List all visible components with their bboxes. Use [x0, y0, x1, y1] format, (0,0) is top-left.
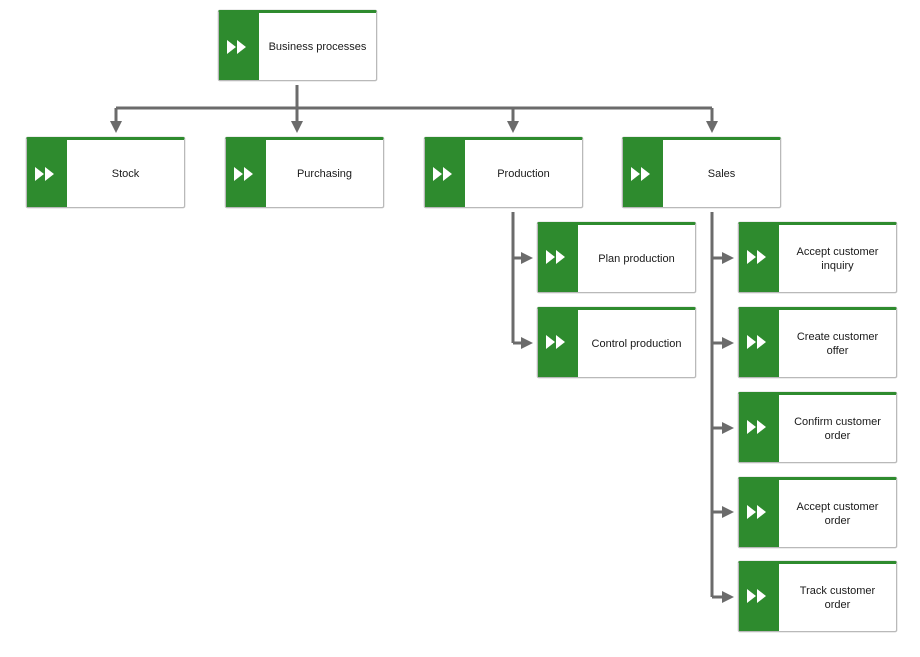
- fast-forward-icon: [433, 167, 452, 181]
- fast-forward-icon: [747, 505, 766, 519]
- node-create-customer-offer[interactable]: Create customer offer: [738, 307, 897, 378]
- node-icon-strip: [739, 310, 779, 377]
- fast-forward-icon: [546, 335, 565, 349]
- node-accept-customer-inquiry[interactable]: Accept customer inquiry: [738, 222, 897, 293]
- fast-forward-icon: [747, 589, 766, 603]
- node-icon-strip: [739, 480, 779, 547]
- node-label: Production: [497, 167, 550, 180]
- node-sales[interactable]: Sales: [622, 137, 781, 208]
- node-icon-strip: [226, 140, 266, 207]
- node-label: Sales: [707, 167, 736, 180]
- node-control-production[interactable]: Control production: [537, 307, 696, 378]
- node-label: Purchasing: [296, 167, 353, 180]
- node-plan-production[interactable]: Plan production: [537, 222, 696, 293]
- fast-forward-icon: [227, 40, 246, 54]
- fast-forward-icon: [546, 250, 565, 264]
- fast-forward-icon: [747, 420, 766, 434]
- node-label: Control production: [591, 337, 682, 350]
- node-stock[interactable]: Stock: [26, 137, 185, 208]
- node-business-processes[interactable]: Business processes: [218, 10, 377, 81]
- node-icon-strip: [538, 225, 578, 292]
- node-icon-strip: [425, 140, 465, 207]
- fast-forward-icon: [747, 250, 766, 264]
- node-confirm-customer-order[interactable]: Confirm customer order: [738, 392, 897, 463]
- node-icon-strip: [538, 310, 578, 377]
- fast-forward-icon: [35, 167, 54, 181]
- fast-forward-icon: [234, 167, 253, 181]
- node-production[interactable]: Production: [424, 137, 583, 208]
- node-label: Accept customer order: [796, 500, 879, 527]
- node-icon-strip: [623, 140, 663, 207]
- node-label: Business processes: [268, 40, 367, 53]
- node-track-customer-order[interactable]: Track customer order: [738, 561, 897, 632]
- node-label: Accept customer inquiry: [796, 245, 879, 272]
- node-icon-strip: [739, 395, 779, 462]
- fast-forward-icon: [631, 167, 650, 181]
- node-label: Create customer offer: [796, 330, 879, 357]
- node-label: Track customer order: [799, 584, 876, 611]
- node-icon-strip: [27, 140, 67, 207]
- node-icon-strip: [739, 564, 779, 631]
- node-label: Stock: [111, 167, 140, 180]
- node-purchasing[interactable]: Purchasing: [225, 137, 384, 208]
- node-label: Plan production: [598, 252, 675, 265]
- fast-forward-icon: [747, 335, 766, 349]
- node-icon-strip: [739, 225, 779, 292]
- node-icon-strip: [219, 13, 259, 80]
- node-label: Confirm customer order: [794, 415, 881, 442]
- node-accept-customer-order[interactable]: Accept customer order: [738, 477, 897, 548]
